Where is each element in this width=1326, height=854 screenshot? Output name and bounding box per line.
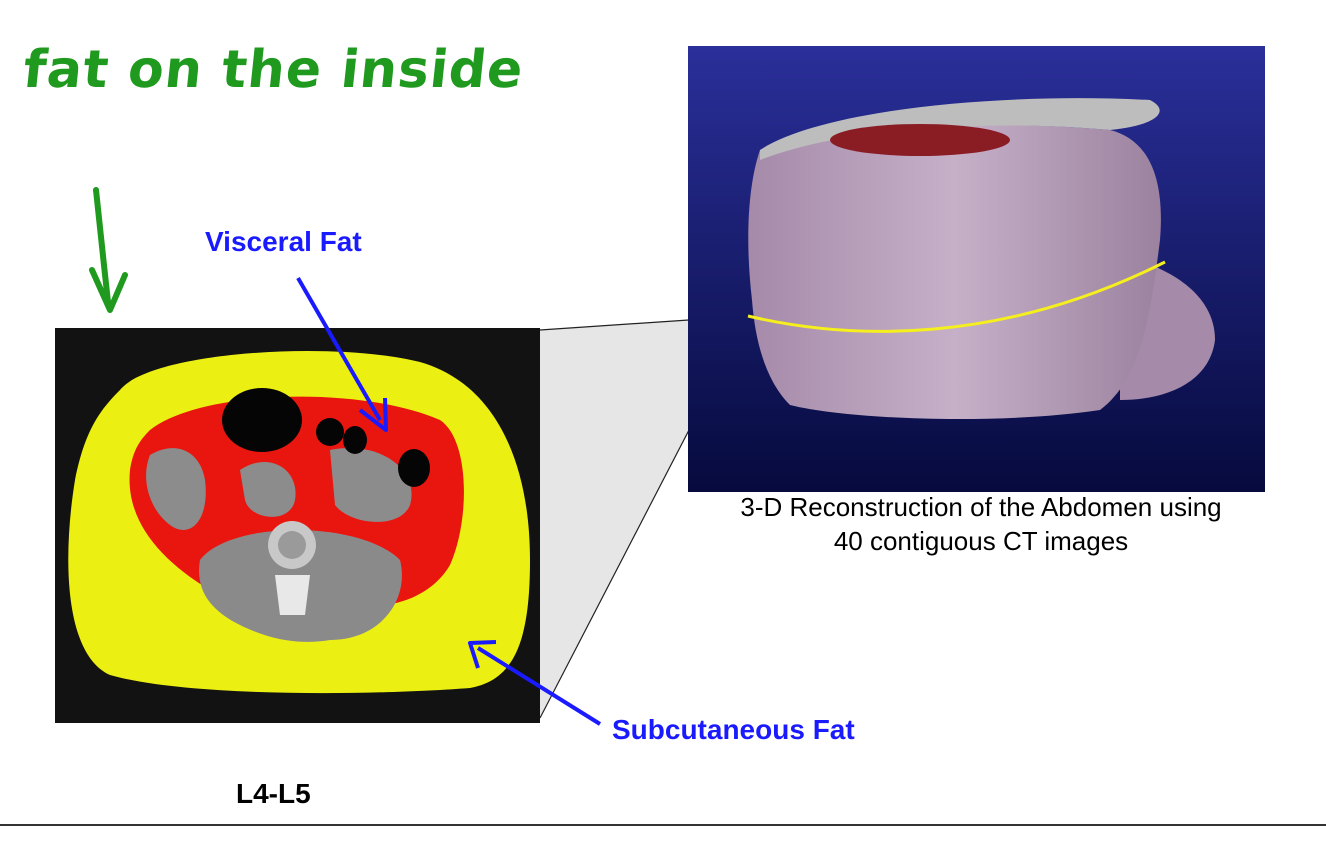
- vertebral-level-label: L4-L5: [236, 778, 311, 809]
- subcutaneous-fat-label: Subcutaneous Fat: [612, 714, 855, 745]
- bottom-divider: [0, 824, 1326, 826]
- caption-line-1: 3-D Reconstruction of the Abdomen using: [740, 492, 1222, 522]
- l4-l5-level-line: [747, 260, 1166, 333]
- reconstruction-caption: 3-D Reconstruction of the Abdomen using …: [690, 490, 1272, 558]
- abdomen-surface: [748, 125, 1161, 420]
- blue-arrow-icon: [296, 276, 388, 432]
- subcutaneous-fat-region: [68, 351, 531, 694]
- ct-slice-image: [55, 328, 540, 723]
- green-handwritten-down-arrow-icon: [89, 187, 128, 313]
- visceral-fat-label: Visceral Fat: [205, 226, 362, 257]
- caption-line-2: 40 contiguous CT images: [833, 526, 1129, 556]
- gray-organs: [146, 448, 206, 530]
- handwritten-note: fat on the inside: [20, 40, 527, 100]
- bowel-gas: [222, 388, 302, 452]
- visceral-fat-region: [129, 396, 464, 620]
- blue-arrow-icon: [468, 640, 602, 726]
- 3d-reconstruction-image: [688, 46, 1265, 492]
